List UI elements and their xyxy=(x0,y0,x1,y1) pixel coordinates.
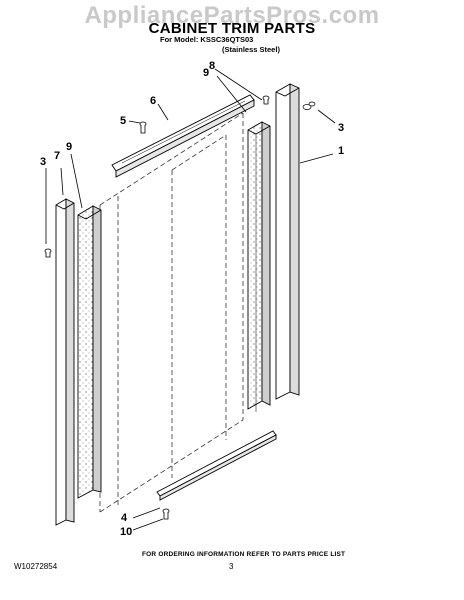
screw-icon xyxy=(139,121,147,134)
callout-4: 4 xyxy=(121,512,128,524)
callout-10: 10 xyxy=(120,526,132,538)
callout-3-left: 3 xyxy=(40,156,46,168)
right-gasket-strip xyxy=(247,121,271,412)
bottom-trim-rail xyxy=(156,430,277,501)
screw-icon xyxy=(44,248,52,258)
watermark: AppliancePartsPros.com xyxy=(84,2,380,29)
page-number: 3 xyxy=(229,562,234,571)
callout-5: 5 xyxy=(120,115,126,127)
leader-lines xyxy=(45,68,336,531)
model-number: For Model: KSSC36QTS03 xyxy=(160,35,254,44)
screw-icon xyxy=(162,508,170,520)
screw-icon xyxy=(262,95,270,105)
callout-6: 6 xyxy=(150,95,156,107)
finish-label: (Stainless Steel) xyxy=(222,45,280,54)
callout-1: 1 xyxy=(338,145,344,157)
callout-3-right: 3 xyxy=(338,122,344,134)
left-gasket-strip xyxy=(77,205,102,499)
callout-7: 7 xyxy=(54,150,60,162)
page-title: CABINET TRIM PARTS xyxy=(148,20,316,37)
right-trim-panel xyxy=(275,83,300,400)
callout-9-right: 9 xyxy=(203,67,209,79)
left-trim-panel xyxy=(55,198,75,526)
callout-9-left: 9 xyxy=(66,141,72,153)
ordering-note: FOR ORDERING INFORMATION REFER TO PARTS … xyxy=(142,551,346,558)
top-trim-rail xyxy=(111,94,255,178)
callout-8: 8 xyxy=(209,60,215,72)
clip-icon xyxy=(302,101,316,110)
document-number: W10272854 xyxy=(14,562,58,571)
